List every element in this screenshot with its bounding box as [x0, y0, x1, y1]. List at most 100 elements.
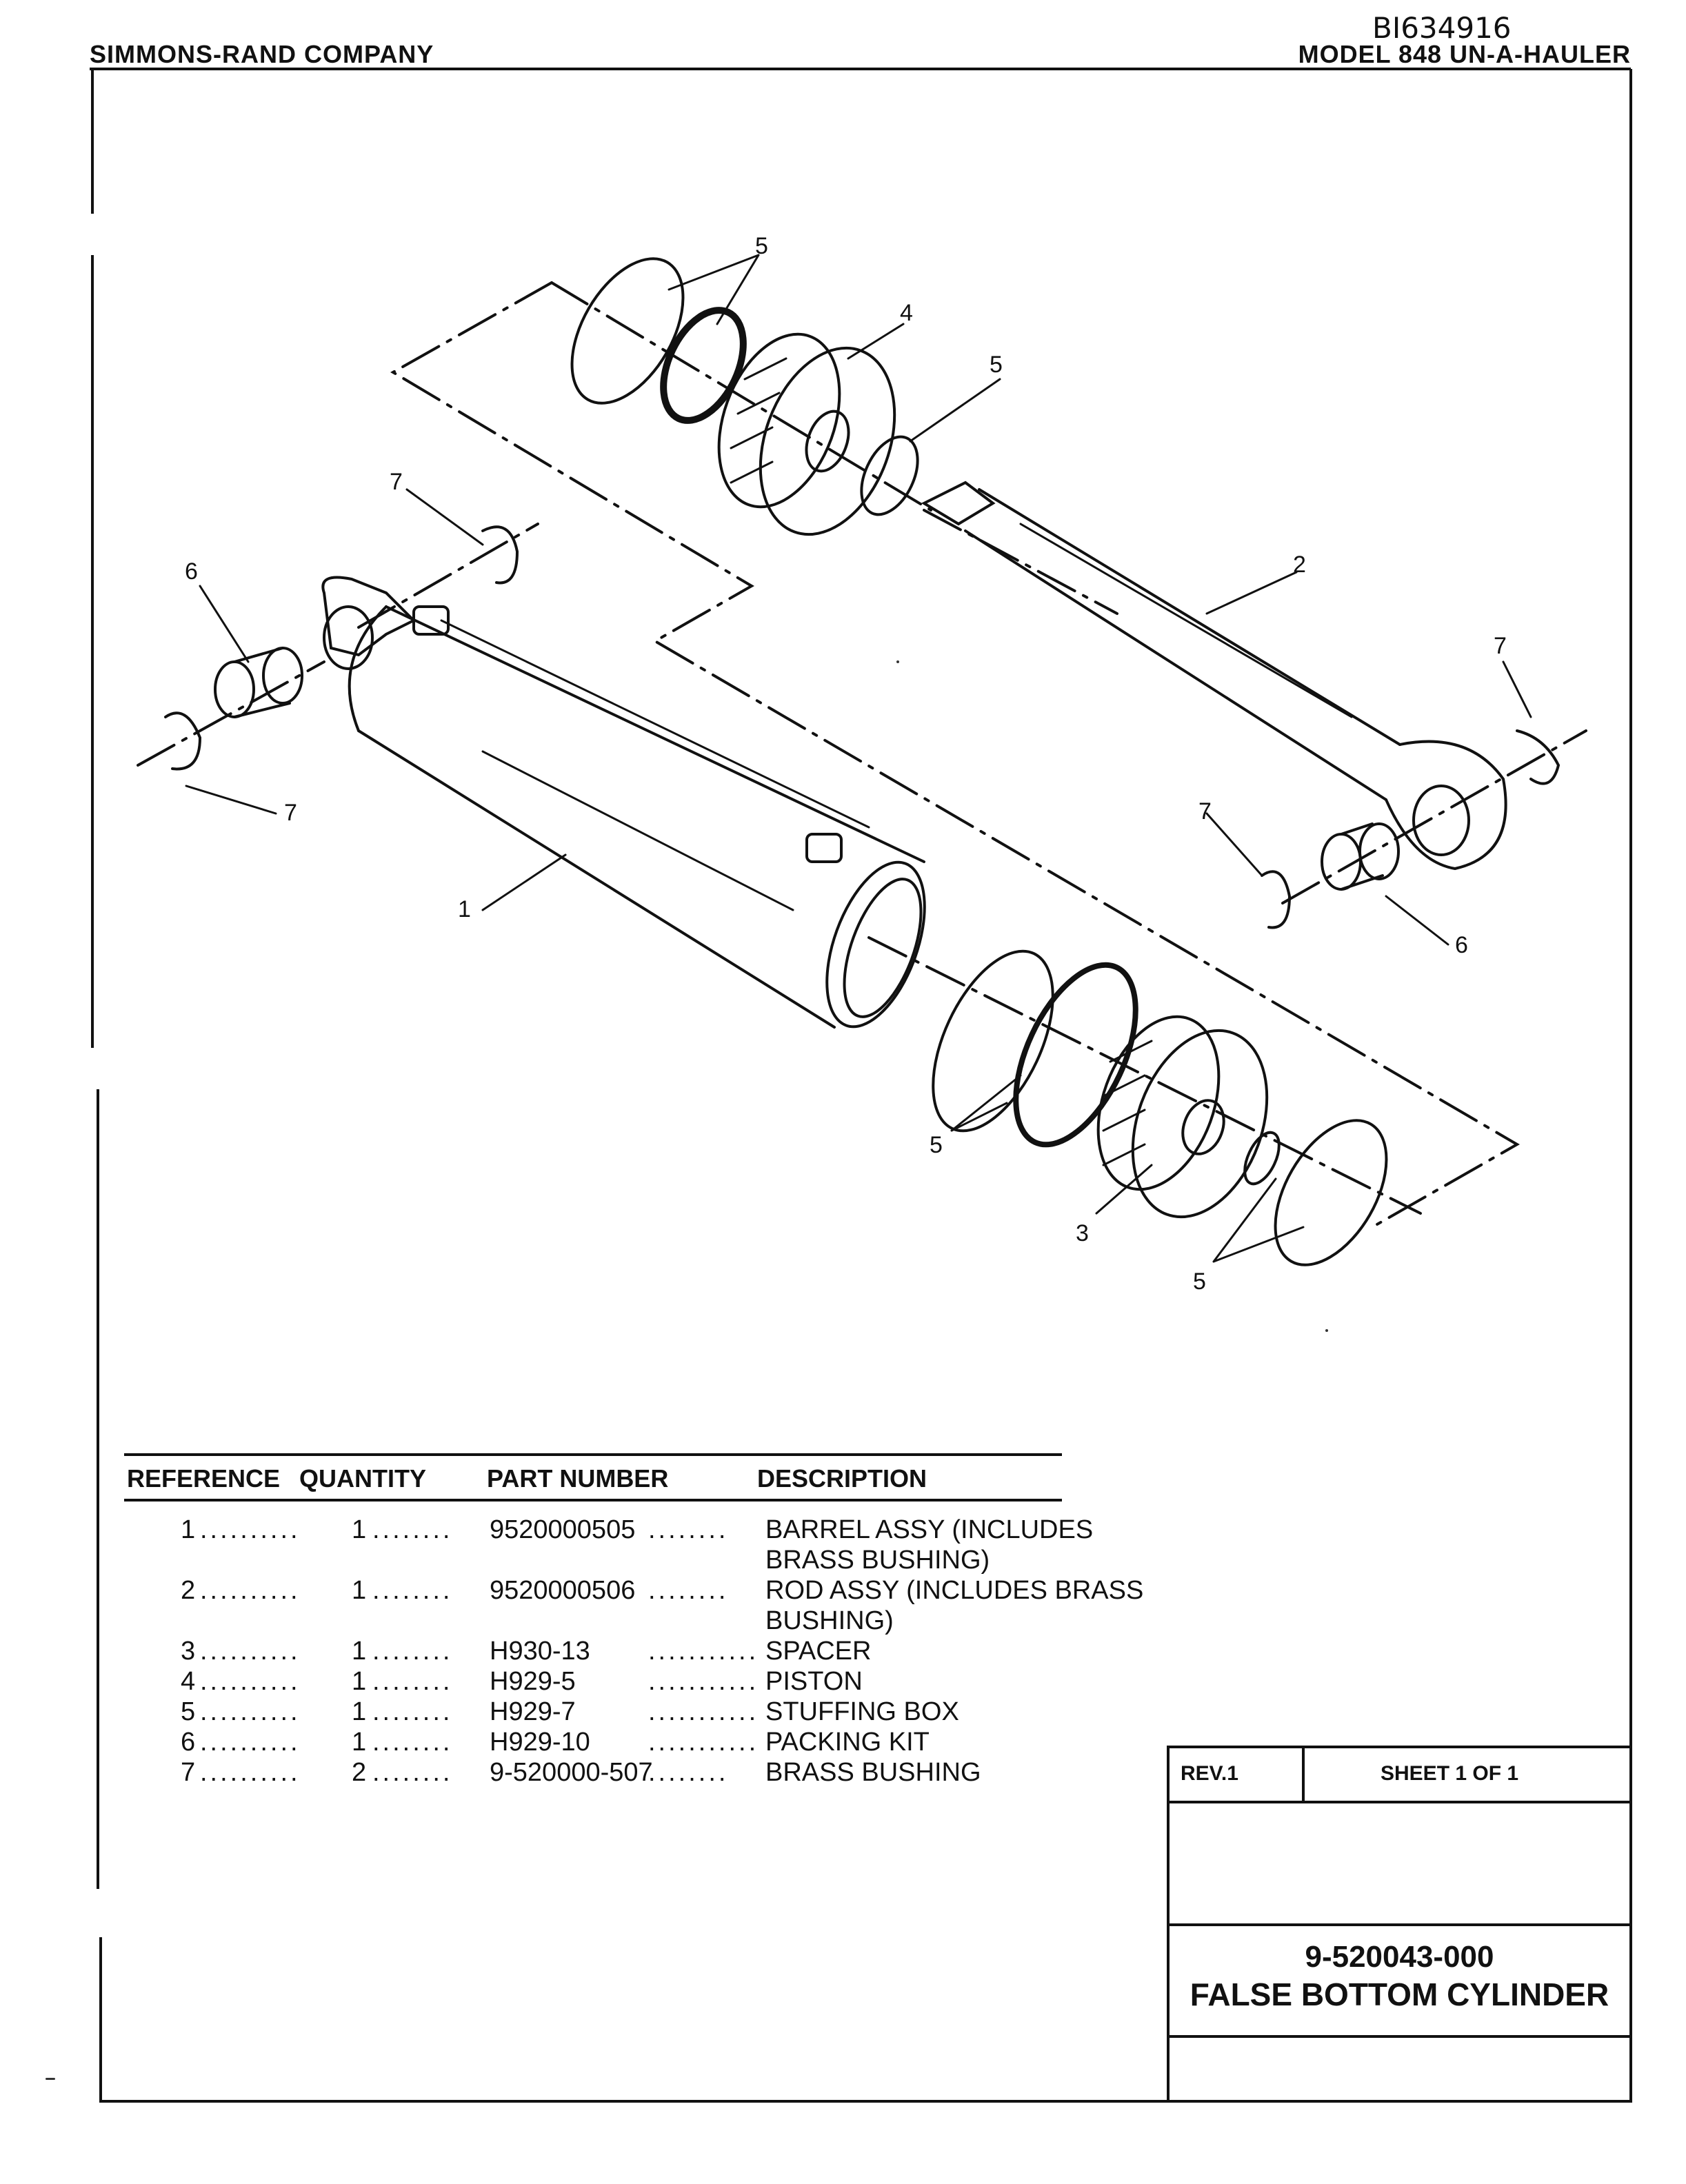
row-ref: 5: [181, 1697, 196, 1726]
dot-leader: ..........: [200, 1728, 301, 1757]
dot-leader: ..........: [200, 1697, 301, 1726]
model-name: MODEL 848 UN-A-HAULER: [1298, 40, 1631, 68]
row-description: PACKING KIT: [765, 1728, 930, 1757]
row-qty: 1: [352, 1576, 367, 1605]
row-part-number: 9-520000-507: [490, 1758, 653, 1787]
drawing-title: FALSE BOTTOM CYLINDER: [1190, 1976, 1609, 2012]
col-description: DESCRIPTION: [757, 1464, 927, 1493]
row-description-cont: BUSHING): [765, 1606, 894, 1635]
rod-thread: [921, 481, 996, 526]
row-part-number: 9520000506: [490, 1576, 636, 1605]
title-block-rule: [1167, 1923, 1632, 1926]
row-qty: 1: [352, 1637, 367, 1666]
document-id: BI634916: [1372, 11, 1512, 45]
rod-assy: [921, 481, 1507, 871]
callout-5-lower: 5: [930, 1132, 943, 1158]
callout-5-mid: 5: [990, 352, 1003, 378]
barrel-port-bottom: [805, 833, 843, 863]
barrel-assy: [321, 576, 926, 1029]
callout-7-upper-left: 7: [390, 469, 403, 495]
dot-leader: ..........: [200, 1576, 301, 1605]
dot-leader: ........: [372, 1667, 453, 1696]
row-part-number: 9520000505: [490, 1515, 636, 1544]
dot-leader: ........: [372, 1515, 453, 1544]
barrel-eye-bore: [323, 605, 374, 670]
callout-1: 1: [458, 896, 471, 922]
row-ref: 6: [181, 1728, 196, 1757]
row-description: STUFFING BOX: [765, 1697, 959, 1726]
dot-leader: ........: [372, 1728, 453, 1757]
bushings: [214, 647, 1400, 891]
seal-rings: [570, 257, 1388, 1266]
dot-leader: ........: [372, 1637, 453, 1666]
row-qty: 1: [352, 1728, 367, 1757]
barrel-open-end: [825, 860, 926, 1029]
dot-leader: ........: [648, 1758, 729, 1787]
dot-leader: ...........: [648, 1637, 759, 1666]
callout-5-top: 5: [755, 233, 768, 259]
scan-speck: [1325, 1329, 1328, 1332]
row-part-number: H929-10: [490, 1728, 590, 1757]
rod-eye-bore: [1412, 785, 1470, 856]
frame-left-edge: [91, 255, 94, 1048]
row-ref: 4: [181, 1667, 196, 1696]
leader-lines: [185, 254, 1532, 1263]
row-description: SPACER: [765, 1637, 872, 1666]
callout-7-right: 7: [1494, 633, 1507, 659]
dot-leader: ..........: [200, 1637, 301, 1666]
dot-leader: ...........: [648, 1697, 759, 1726]
row-description: BARREL ASSY (INCLUDES: [765, 1515, 1094, 1544]
dot-leader: ........: [372, 1576, 453, 1605]
dot-leader: ........: [372, 1758, 453, 1787]
frame-left-edge: [97, 1089, 99, 1889]
row-qty: 1: [352, 1667, 367, 1696]
dot-leader: ........: [648, 1515, 729, 1544]
dot-leader: ..........: [200, 1515, 301, 1544]
row-description: ROD ASSY (INCLUDES BRASS: [765, 1576, 1144, 1605]
callout-3: 3: [1076, 1220, 1089, 1246]
title-block-rule: [1167, 2035, 1632, 2038]
title-block: REV.1 SHEET 1 OF 1 9-520043-000 FALSE BO…: [1167, 1746, 1632, 2103]
row-description-cont: BRASS BUSHING): [765, 1546, 990, 1575]
row-ref: 2: [181, 1576, 196, 1605]
assembly-centerline: [137, 281, 1587, 1228]
scan-speck: [46, 2078, 55, 2080]
scan-speck: [896, 660, 899, 663]
parts-table-header: REFERENCE QUANTITY PART NUMBER DESCRIPTI…: [124, 1453, 1062, 1502]
callout-7-lower-left: 7: [284, 800, 297, 826]
col-quantity: QUANTITY: [299, 1464, 426, 1493]
table-top-rule: [124, 1453, 1062, 1456]
row-description: BRASS BUSHING: [765, 1758, 981, 1787]
sheet-label: SHEET 1 OF 1: [1381, 1762, 1519, 1785]
table-header-row: REFERENCE QUANTITY PART NUMBER DESCRIPTI…: [124, 1456, 1062, 1495]
row-part-number: H929-7: [490, 1697, 576, 1726]
piston: [717, 332, 896, 536]
title-block-divider: [1302, 1746, 1305, 1803]
row-ref: 7: [181, 1758, 196, 1787]
callout-6-left: 6: [185, 558, 198, 585]
callout-2: 2: [1293, 552, 1306, 578]
title-block-rule: [1167, 1801, 1632, 1803]
callout-7-mid-right: 7: [1198, 798, 1212, 825]
row-qty: 1: [352, 1697, 367, 1726]
row-part-number: H930-13: [490, 1637, 590, 1666]
row-description: PISTON: [765, 1667, 863, 1696]
row-ref: 1: [181, 1515, 196, 1544]
table-header-rule: [124, 1499, 1062, 1502]
callout-4: 4: [900, 300, 913, 326]
frame-left-edge: [99, 1937, 102, 2103]
frame-left-edge: [91, 69, 94, 214]
row-qty: 1: [352, 1515, 367, 1544]
company-name: SIMMONS-RAND COMPANY: [90, 40, 434, 68]
dot-leader: ...........: [648, 1728, 759, 1757]
frame-bottom-edge: [99, 2100, 1632, 2103]
row-ref: 3: [181, 1637, 196, 1666]
dot-leader: ...........: [648, 1667, 759, 1696]
callout-5-bottom: 5: [1193, 1268, 1206, 1295]
row-part-number: H929-5: [490, 1667, 576, 1696]
col-part-number: PART NUMBER: [487, 1464, 669, 1493]
callout-6-right: 6: [1455, 932, 1468, 958]
snap-rings: [164, 525, 1560, 929]
dot-leader: ..........: [200, 1667, 301, 1696]
